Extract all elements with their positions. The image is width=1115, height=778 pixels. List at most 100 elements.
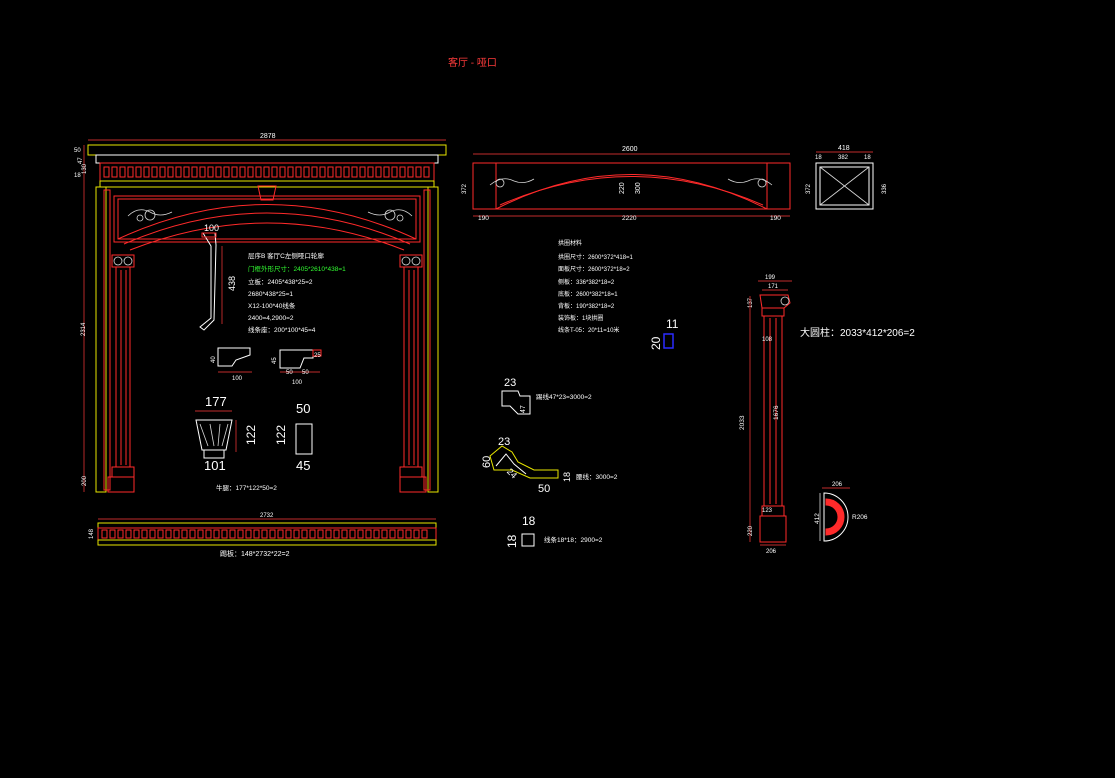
ornament-right — [367, 209, 413, 222]
profile-detail-3: 25 45 50 50 100 — [272, 349, 322, 386]
dim-bottom-width: 2732 — [260, 513, 274, 519]
m2-b: 60 — [481, 456, 493, 468]
dentil-block — [223, 166, 230, 178]
dentil-block — [173, 529, 180, 539]
dentil-block — [213, 529, 220, 539]
profile3-top: 25 — [314, 353, 321, 359]
dim-frame-130: 130 — [82, 163, 88, 174]
dentil-block — [245, 529, 252, 539]
dentil-block — [133, 529, 140, 539]
small-profile: 11 20 — [649, 317, 679, 350]
col-height: 2033 — [739, 415, 746, 430]
beam-right: 190 — [770, 215, 781, 222]
box-inner: 382 — [838, 155, 849, 161]
dentil-block — [269, 529, 276, 539]
dentil-block — [399, 166, 406, 178]
beam-note-2: 面板尺寸：2600*372*18=2 — [558, 265, 630, 273]
beam-note-4: 底板：2600*382*18=1 — [558, 290, 618, 298]
beam-note-5: 背板：190*382*18=2 — [558, 302, 615, 310]
dentil-block — [199, 166, 206, 178]
box-ih: 336 — [882, 183, 888, 194]
dentil-block — [295, 166, 302, 178]
profile-detail-2: 40 100 — [211, 347, 252, 382]
dentil-block — [271, 166, 278, 178]
corbel-top: 177 — [205, 394, 227, 409]
dentil-block — [261, 529, 268, 539]
profile3-w-total: 100 — [292, 380, 303, 386]
half-column-section: 206 412 R206 — [814, 482, 868, 542]
m3-w: 18 — [522, 514, 536, 528]
m2-h: 18 — [562, 472, 572, 482]
dentil-block — [141, 529, 148, 539]
dentil-block — [103, 166, 110, 178]
dentil-block — [349, 529, 356, 539]
dentil-block — [285, 529, 292, 539]
profile3-w2: 50 — [302, 370, 309, 376]
dentil-block — [335, 166, 342, 178]
col-base: 220 — [748, 525, 754, 536]
dentil-block — [181, 529, 188, 539]
dentil-block — [247, 166, 254, 178]
profile2-w: 100 — [232, 376, 243, 382]
dentil-block — [189, 529, 196, 539]
corbel-w: 50 — [296, 401, 310, 416]
corbel-d: 45 — [296, 458, 310, 473]
dentil-block — [287, 166, 294, 178]
dentil-block — [325, 529, 332, 539]
dentil-block — [317, 529, 324, 539]
m2-a: 23 — [498, 436, 510, 448]
dentil-block — [319, 166, 326, 178]
dentil-block — [413, 529, 420, 539]
corbel-bottom: 101 — [204, 458, 226, 473]
beam-ornament-left — [489, 178, 535, 188]
box-h: 372 — [806, 183, 812, 194]
col-shaft: 1676 — [773, 405, 780, 420]
dentil-block — [277, 529, 284, 539]
dentil-block — [301, 529, 308, 539]
profile2-h: 40 — [211, 356, 217, 363]
dentil-block — [197, 529, 204, 539]
note-left-6: 线条座：200*100*45=4 — [248, 325, 316, 334]
beam-rise: 300 — [635, 182, 642, 194]
dentil-block — [381, 529, 388, 539]
corbel-label: 牛腿：177*122*50=2 — [216, 483, 277, 492]
dentil-block — [341, 529, 348, 539]
dentil-block — [391, 166, 398, 178]
m3-label: 线条18*18：2900=2 — [544, 535, 603, 544]
dentil-block — [205, 529, 212, 539]
corbel-detail: 177 101 122 122 50 45 牛腿：177*122*50=2 — [195, 394, 313, 492]
note-left-0: 层序B 客厅C左侧哑口轮廓 — [248, 251, 324, 260]
profile1-side: 438 — [227, 276, 237, 291]
m2-w: 50 — [538, 483, 550, 495]
m1-label: 踢线47*23=3000=2 — [536, 392, 592, 401]
half-w: 206 — [832, 482, 843, 488]
beam-note-1: 拱圈尺寸：2600*372*418=1 — [558, 253, 634, 261]
dentil-block — [255, 166, 262, 178]
dentil-block — [183, 166, 190, 178]
dim-frame-height: 2314 — [81, 322, 87, 336]
bottom-label: 踢板：148*2732*22=2 — [220, 549, 290, 558]
beam-ornament-right — [727, 178, 773, 188]
beam-section-box: 418 18 382 18 372 336 — [806, 145, 888, 210]
half-r: R206 — [852, 514, 868, 521]
col-w2: 108 — [762, 337, 773, 343]
dentil-block — [365, 529, 372, 539]
dentil-row-bottom — [101, 529, 428, 539]
corbel-h2: 122 — [274, 425, 288, 445]
dentil-block — [207, 166, 214, 178]
beam-note-6: 装饰板：1块拱圈 — [558, 314, 603, 322]
dentil-block — [143, 166, 150, 178]
note-left-2: 立板：2405*438*25=2 — [248, 277, 313, 286]
dim-bottom-h: 148 — [89, 528, 95, 539]
arch-beam-notes: 拱圈材料 拱圈尺寸：2600*372*418=1 面板尺寸：2600*372*1… — [558, 239, 634, 334]
col-label: 大圆柱：2033*412*206=2 — [800, 326, 915, 339]
dentil-block — [375, 166, 382, 178]
m3-h: 18 — [505, 534, 519, 548]
dentil-block — [157, 529, 164, 539]
dentil-block — [215, 166, 222, 178]
beam-note-7: 线条T-05：20*11=10米 — [558, 326, 619, 334]
moulding-1: 23 47 踢线47*23=3000=2 — [501, 377, 592, 415]
dentil-block — [231, 166, 238, 178]
column-elevation: 199 171 137 2033 1676 108 123 220 206 大圆… — [739, 275, 915, 555]
